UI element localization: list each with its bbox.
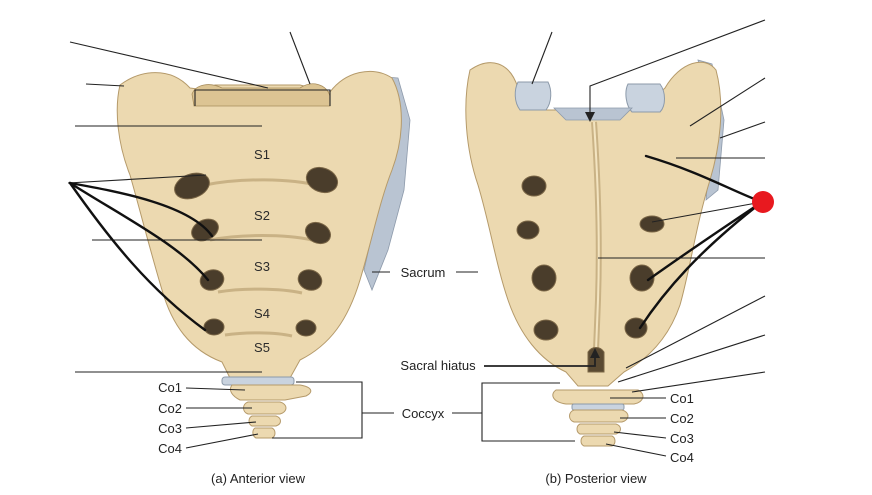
posterior-foramina-thick-leaders — [638, 154, 764, 330]
segment-s5-label: S5 — [254, 340, 270, 355]
segment-s4-label: S4 — [254, 306, 270, 321]
posterior-coccyx — [552, 389, 644, 447]
posterior-leader-lines — [531, 19, 766, 393]
anterior-co4-label: Co4 — [158, 441, 182, 456]
anterior-foramina-thick-leaders — [68, 181, 214, 332]
coccyx-bracket-right — [481, 382, 575, 442]
coccyx-label: Coccyx — [402, 406, 445, 421]
posterior-co1-label: Co1 — [670, 391, 694, 406]
coccyx-bracket-left — [272, 381, 363, 439]
sacral-hiatus-label: Sacral hiatus — [400, 358, 476, 373]
anterior-leader-lines — [67, 31, 331, 373]
anterior-co3-label: Co3 — [158, 421, 182, 436]
posterior-co2-label: Co2 — [670, 411, 694, 426]
anterior-co1-label: Co1 — [158, 380, 182, 395]
red-marker-dot[interactable] — [752, 191, 774, 213]
sacrum-label: Sacrum — [401, 265, 446, 280]
anterior-coccyx — [221, 376, 312, 439]
posterior-co3-label: Co3 — [670, 431, 694, 446]
posterior-co4-label: Co4 — [670, 450, 694, 465]
anterior-view-caption: (a) Anterior view — [211, 471, 306, 486]
posterior-view-caption: (b) Posterior view — [545, 471, 647, 486]
sacral-hiatus-leader — [484, 356, 596, 367]
anterior-co2-label: Co2 — [158, 401, 182, 416]
segment-s2-label: S2 — [254, 208, 270, 223]
segment-s3-label: S3 — [254, 259, 270, 274]
segment-s1-label: S1 — [254, 147, 270, 162]
anterior-sacrum — [116, 70, 411, 379]
